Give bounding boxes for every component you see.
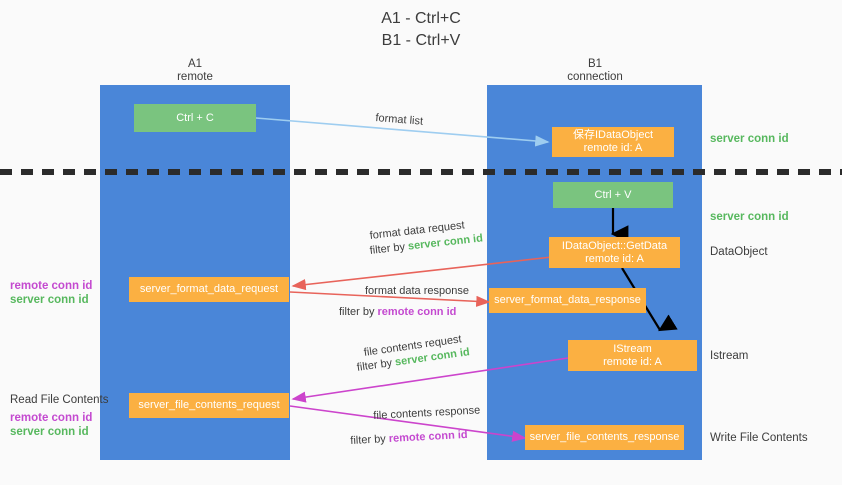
box-server-format-data-request-label: server_format_data_request (139, 283, 279, 295)
box-server-file-contents-response-label: server_file_contents_response (529, 431, 680, 443)
label-format-server-conn-id: server conn id (10, 294, 89, 306)
box-ctrl-c-label: Ctrl + C (176, 111, 214, 124)
column-b1-name: B1 (587, 58, 603, 70)
label-format-remote-conn-id: remote conn id (10, 280, 93, 292)
title-line-1: A1 - Ctrl+C (381, 10, 461, 27)
box-server-format-data-response[interactable]: server_format_data_response (489, 288, 646, 313)
label-server-conn-id-second: server conn id (710, 211, 789, 223)
box-save-idataobject-line1: 保存IDataObject (572, 129, 654, 141)
label-arrow-format-data-response-filter: filter by remote conn id (339, 305, 456, 320)
label-file-server-conn-id: server conn id (10, 426, 89, 438)
box-server-file-contents-request-label: server_file_contents_request (138, 399, 280, 411)
label-read-file-contents: Read File Contents (10, 394, 109, 406)
filter-prefix-format-response: filter by (339, 306, 378, 318)
box-getdata-line2: remote id: A (585, 252, 644, 265)
box-istream-line1: IStream (613, 342, 652, 355)
label-arrow-format-list: format list (374, 111, 424, 128)
label-arrow-format-data-response: format data response (365, 285, 469, 297)
box-ctrl-v-label: Ctrl + V (594, 188, 632, 201)
column-header-b1: B1 connection (525, 58, 665, 84)
label-arrow-file-contents-response: file contents response (373, 404, 481, 422)
box-server-format-data-request[interactable]: server_format_data_request (129, 277, 289, 302)
column-a1-name: A1 (187, 58, 203, 70)
filter-prefix-file-request: filter by (356, 356, 396, 374)
label-write-file-contents: Write File Contents (710, 432, 808, 444)
column-a1-sub: remote (177, 71, 213, 83)
box-server-file-contents-request[interactable]: server_file_contents_request (129, 393, 289, 418)
box-save-idataobject[interactable]: 保存IDataObject remote id: A (552, 127, 674, 157)
label-server-conn-id-top: server conn id (710, 133, 789, 145)
label-dataobject: DataObject (710, 246, 768, 258)
page-title: A1 - Ctrl+C B1 - Ctrl+V (0, 8, 842, 52)
label-file-remote-conn-id: remote conn id (10, 412, 93, 424)
box-getdata-line1: IDataObject::GetData (561, 239, 668, 252)
column-b1-sub: connection (567, 71, 623, 83)
box-server-format-data-response-label: server_format_data_response (494, 294, 641, 306)
filter-key-format-response: remote conn id (377, 306, 457, 318)
title-line-2: B1 - Ctrl+V (381, 32, 461, 49)
filter-prefix-file-response: filter by (350, 432, 390, 447)
box-server-file-contents-response[interactable]: server_file_contents_response (525, 425, 684, 450)
filter-prefix-format-request: filter by (369, 240, 409, 257)
box-idataobject-getdata[interactable]: IDataObject::GetData remote id: A (549, 237, 680, 268)
box-istream-line2: remote id: A (603, 355, 662, 368)
label-format-conn-ids: remote conn id server conn id (10, 279, 92, 307)
label-istream: Istream (710, 350, 749, 362)
column-header-a1: A1 remote (125, 58, 265, 84)
box-ctrl-v[interactable]: Ctrl + V (553, 182, 673, 208)
box-istream[interactable]: IStream remote id: A (568, 340, 697, 371)
label-arrow-file-contents-response-filter: filter by remote conn id (350, 428, 468, 449)
box-save-idataobject-line2: remote id: A (583, 142, 643, 154)
label-file-conn-ids: remote conn id server conn id (10, 411, 92, 439)
filter-key-file-response: remote conn id (388, 428, 468, 445)
box-ctrl-c[interactable]: Ctrl + C (134, 104, 256, 132)
